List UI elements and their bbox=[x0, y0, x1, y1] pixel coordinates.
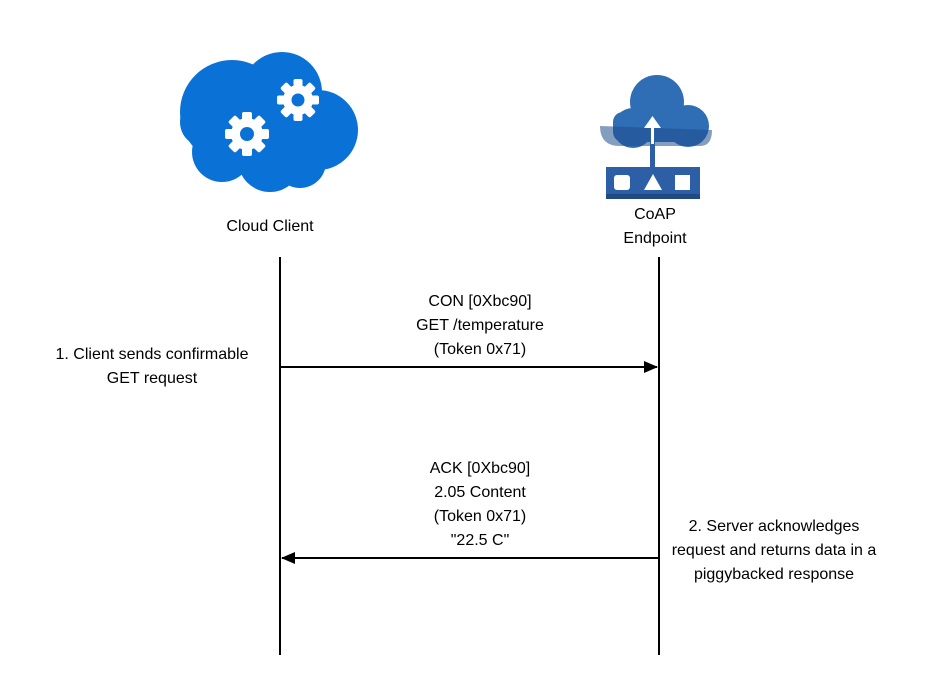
request-message-label: CON [0Xbc90] GET /temperature (Token 0x7… bbox=[416, 293, 544, 358]
cloud-upload-device-icon bbox=[600, 75, 712, 199]
response-message-label: ACK [0Xbc90] 2.05 Content (Token 0x71) "… bbox=[429, 460, 531, 549]
endpoint-label: CoAP Endpoint bbox=[623, 206, 687, 247]
cloud-gears-icon bbox=[180, 52, 358, 192]
step2-note: 2. Server acknowledges request and retur… bbox=[671, 518, 877, 583]
client-label: Cloud Client bbox=[226, 218, 314, 235]
step1-note: 1. Client sends confirmable GET request bbox=[55, 346, 249, 387]
